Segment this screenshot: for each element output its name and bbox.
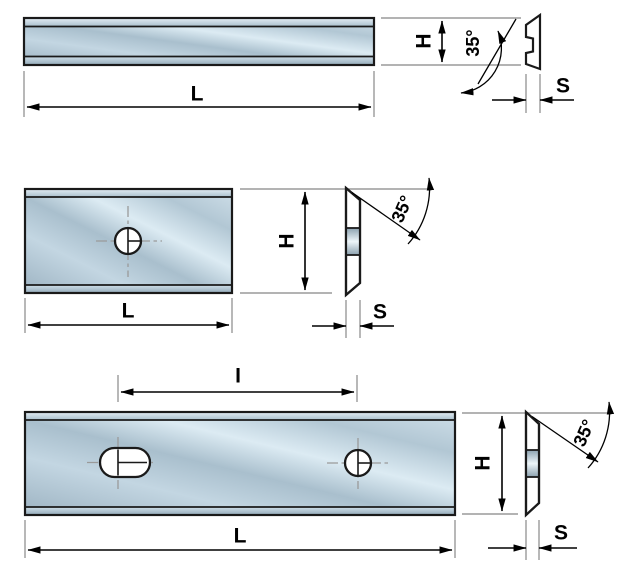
blade-bottom-bevel	[24, 56, 374, 65]
hole-spacing-dimension: I	[117, 365, 358, 402]
length-dimension: L	[23, 71, 375, 117]
length-dimension: L	[24, 298, 233, 333]
hole-cross-section	[526, 450, 539, 477]
slot-hole	[87, 437, 153, 489]
length-label: L	[191, 83, 204, 106]
height-dimension: H	[462, 412, 610, 515]
front-view	[23, 410, 457, 517]
row-knife-no-hole: L H 35° S	[22, 12, 574, 117]
blade-bottom-bevel	[25, 507, 455, 515]
center-hole	[96, 206, 162, 277]
length-label: L	[122, 300, 135, 323]
height-label: H	[276, 233, 299, 248]
blade-top-bevel	[25, 412, 455, 420]
front-view	[22, 16, 376, 67]
length-dimension: L	[24, 520, 456, 558]
angle-annotation: 35°	[460, 18, 517, 96]
height-label: H	[472, 455, 495, 470]
hole-spacing-label: I	[235, 365, 241, 388]
side-profile-view	[524, 409, 541, 518]
height-dimension: H	[240, 188, 433, 294]
blade-bottom-bevel	[25, 285, 232, 293]
length-label: L	[234, 525, 247, 548]
blade-body	[25, 412, 455, 515]
round-hole	[327, 438, 391, 489]
hole-cross-section	[346, 228, 360, 255]
thickness-dimension: S	[312, 300, 394, 338]
side-profile-view	[344, 185, 362, 298]
row-knife-one-hole: L H 35° S	[23, 177, 435, 338]
row-knife-two-holes: I	[23, 365, 615, 560]
thickness-label: S	[373, 301, 387, 324]
blade-top-bevel	[24, 18, 374, 27]
angle-annotation: 35°	[531, 401, 615, 469]
end-profile-shape	[524, 12, 542, 71]
end-profile-view	[524, 12, 542, 71]
blade-top-bevel	[25, 189, 232, 197]
thickness-label: S	[556, 75, 570, 98]
height-label: H	[413, 33, 436, 48]
angle-annotation: 35°	[351, 177, 435, 245]
front-view	[23, 187, 234, 295]
angle-label: 35°	[463, 29, 483, 56]
thickness-label: S	[554, 522, 568, 545]
thickness-dimension: S	[488, 520, 577, 560]
thickness-dimension: S	[492, 74, 574, 113]
